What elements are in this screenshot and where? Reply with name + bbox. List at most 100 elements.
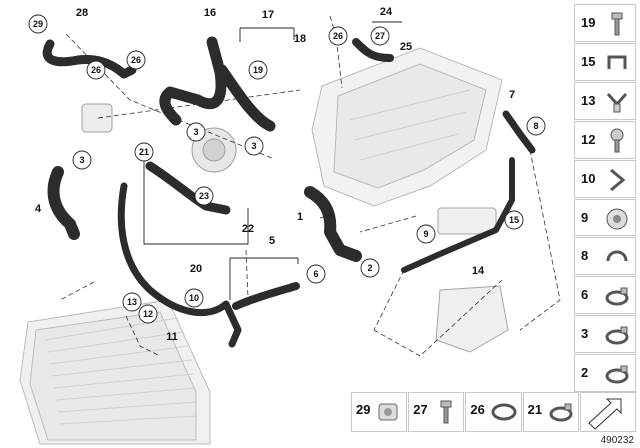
parts-sidebar: 19 15 13 12 10 9 8 6 3 2	[574, 4, 636, 393]
bottom-part-29[interactable]: 29	[351, 392, 408, 432]
hose-clamp-icon	[605, 365, 629, 384]
screw-icon	[610, 128, 624, 153]
hose-16b	[216, 64, 276, 132]
svg-text:15: 15	[509, 215, 519, 225]
callout-22: 22	[242, 223, 254, 235]
sidebar-part-12[interactable]: 12	[574, 120, 636, 159]
callout-18: 18	[294, 33, 306, 45]
hose-clamp-icon	[605, 326, 629, 345]
sidebar-part-6[interactable]: 6	[574, 276, 636, 315]
callout-7: 7	[509, 89, 515, 101]
callout-1: 1	[297, 211, 303, 223]
callout-labels: 28 16 17 18 24 25 1 7 20 22 4 5 14 11	[35, 6, 515, 343]
sidebar-part-2[interactable]: 2	[574, 354, 636, 393]
circle-23: 23	[194, 186, 214, 206]
hose-7	[502, 110, 536, 154]
hose-1	[304, 186, 362, 262]
bolt-icon	[611, 12, 623, 36]
hose-5	[232, 282, 300, 310]
circle-27: 27	[370, 26, 390, 46]
engine-block	[311, 47, 503, 207]
svg-text:27: 27	[375, 31, 385, 41]
svg-text:3: 3	[79, 155, 84, 165]
plug-icon	[606, 208, 628, 230]
svg-text:12: 12	[143, 309, 153, 319]
part-number: 8	[581, 248, 589, 264]
navigation-arrow-cell[interactable]	[579, 392, 637, 432]
svg-text:2: 2	[367, 263, 372, 273]
callout-24: 24	[380, 6, 393, 18]
circle-8: 8	[526, 116, 546, 136]
circle-12: 12	[138, 304, 158, 324]
svg-text:21: 21	[139, 147, 149, 157]
sidebar-part-19[interactable]: 19	[574, 4, 636, 42]
sidebar-part-3[interactable]: 3	[574, 315, 636, 354]
sidebar-part-15[interactable]: 15	[574, 42, 636, 81]
svg-text:13: 13	[127, 297, 137, 307]
hoses	[42, 36, 536, 348]
clip-icon	[607, 55, 627, 69]
band-clamp-icon	[491, 403, 517, 421]
bottom-part-27[interactable]: 27	[408, 392, 465, 432]
circled-labels: 29 26 26 19 26 27 3 3 3 21 23 8 9 15 2 6…	[28, 14, 546, 324]
part-number: 19	[581, 15, 596, 30]
part-number: 15	[581, 53, 596, 69]
svg-text:9: 9	[423, 229, 428, 239]
hose-16	[159, 36, 227, 126]
svg-text:26: 26	[131, 55, 141, 65]
diagram-id: 490232	[600, 435, 634, 446]
part-number: 12	[581, 131, 596, 147]
sidebar-part-10[interactable]: 10	[574, 159, 636, 198]
callout-4: 4	[35, 203, 42, 215]
bolt-icon	[440, 400, 452, 424]
hose-4	[47, 166, 80, 240]
radiator	[19, 299, 211, 445]
circle-3b: 3	[186, 122, 206, 142]
callout-25: 25	[400, 41, 412, 53]
sidebar-part-13[interactable]: 13	[574, 81, 636, 120]
circle-29: 29	[28, 14, 48, 34]
hose-10	[117, 182, 242, 348]
svg-text:26: 26	[333, 31, 343, 41]
hose-28	[42, 39, 137, 79]
sidebar-part-9[interactable]: 9	[574, 198, 636, 237]
callout-5: 5	[269, 235, 275, 247]
circle-2: 2	[360, 258, 380, 278]
circle-19: 19	[248, 60, 268, 80]
circle-26a: 26	[86, 60, 106, 80]
svg-text:3: 3	[251, 141, 256, 151]
svg-text:6: 6	[313, 269, 318, 279]
part-number: 27	[413, 402, 428, 417]
part-number: 21	[527, 402, 543, 417]
callout-11: 11	[166, 331, 178, 343]
part-number: 10	[581, 170, 596, 186]
part-number: 2	[581, 365, 589, 381]
circle-21: 21	[134, 142, 154, 162]
bottom-part-26[interactable]: 26	[465, 392, 522, 432]
circle-6: 6	[306, 264, 326, 284]
svg-text:23: 23	[199, 191, 209, 201]
circle-26c: 26	[328, 26, 348, 46]
hose-24	[352, 38, 394, 62]
part-number: 26	[470, 402, 485, 417]
part-number: 13	[581, 92, 596, 108]
circle-10: 10	[184, 288, 204, 308]
part-number: 6	[581, 287, 589, 303]
part-number: 29	[356, 402, 371, 417]
svg-text:29: 29	[33, 19, 43, 29]
svg-text:8: 8	[533, 121, 538, 131]
parts-bottom-strip: 29 27 26 21	[351, 392, 637, 432]
hose-clamp-icon	[605, 287, 629, 306]
svg-text:26: 26	[91, 65, 101, 75]
part-number: 3	[581, 326, 589, 342]
bottom-part-21[interactable]: 21	[522, 392, 579, 432]
circle-3a: 3	[72, 150, 92, 170]
callout-28: 28	[76, 7, 88, 19]
cooling-system-diagram: 28 16 17 18 24 25 1 7 20 22 4 5 14 11 29…	[19, 6, 561, 445]
expansion-tank	[435, 285, 509, 353]
spring-clip-icon	[606, 250, 628, 262]
arrow-icon	[588, 398, 622, 430]
circle-15: 15	[504, 210, 524, 230]
callout-16: 16	[204, 7, 216, 19]
sidebar-part-8[interactable]: 8	[574, 237, 636, 276]
